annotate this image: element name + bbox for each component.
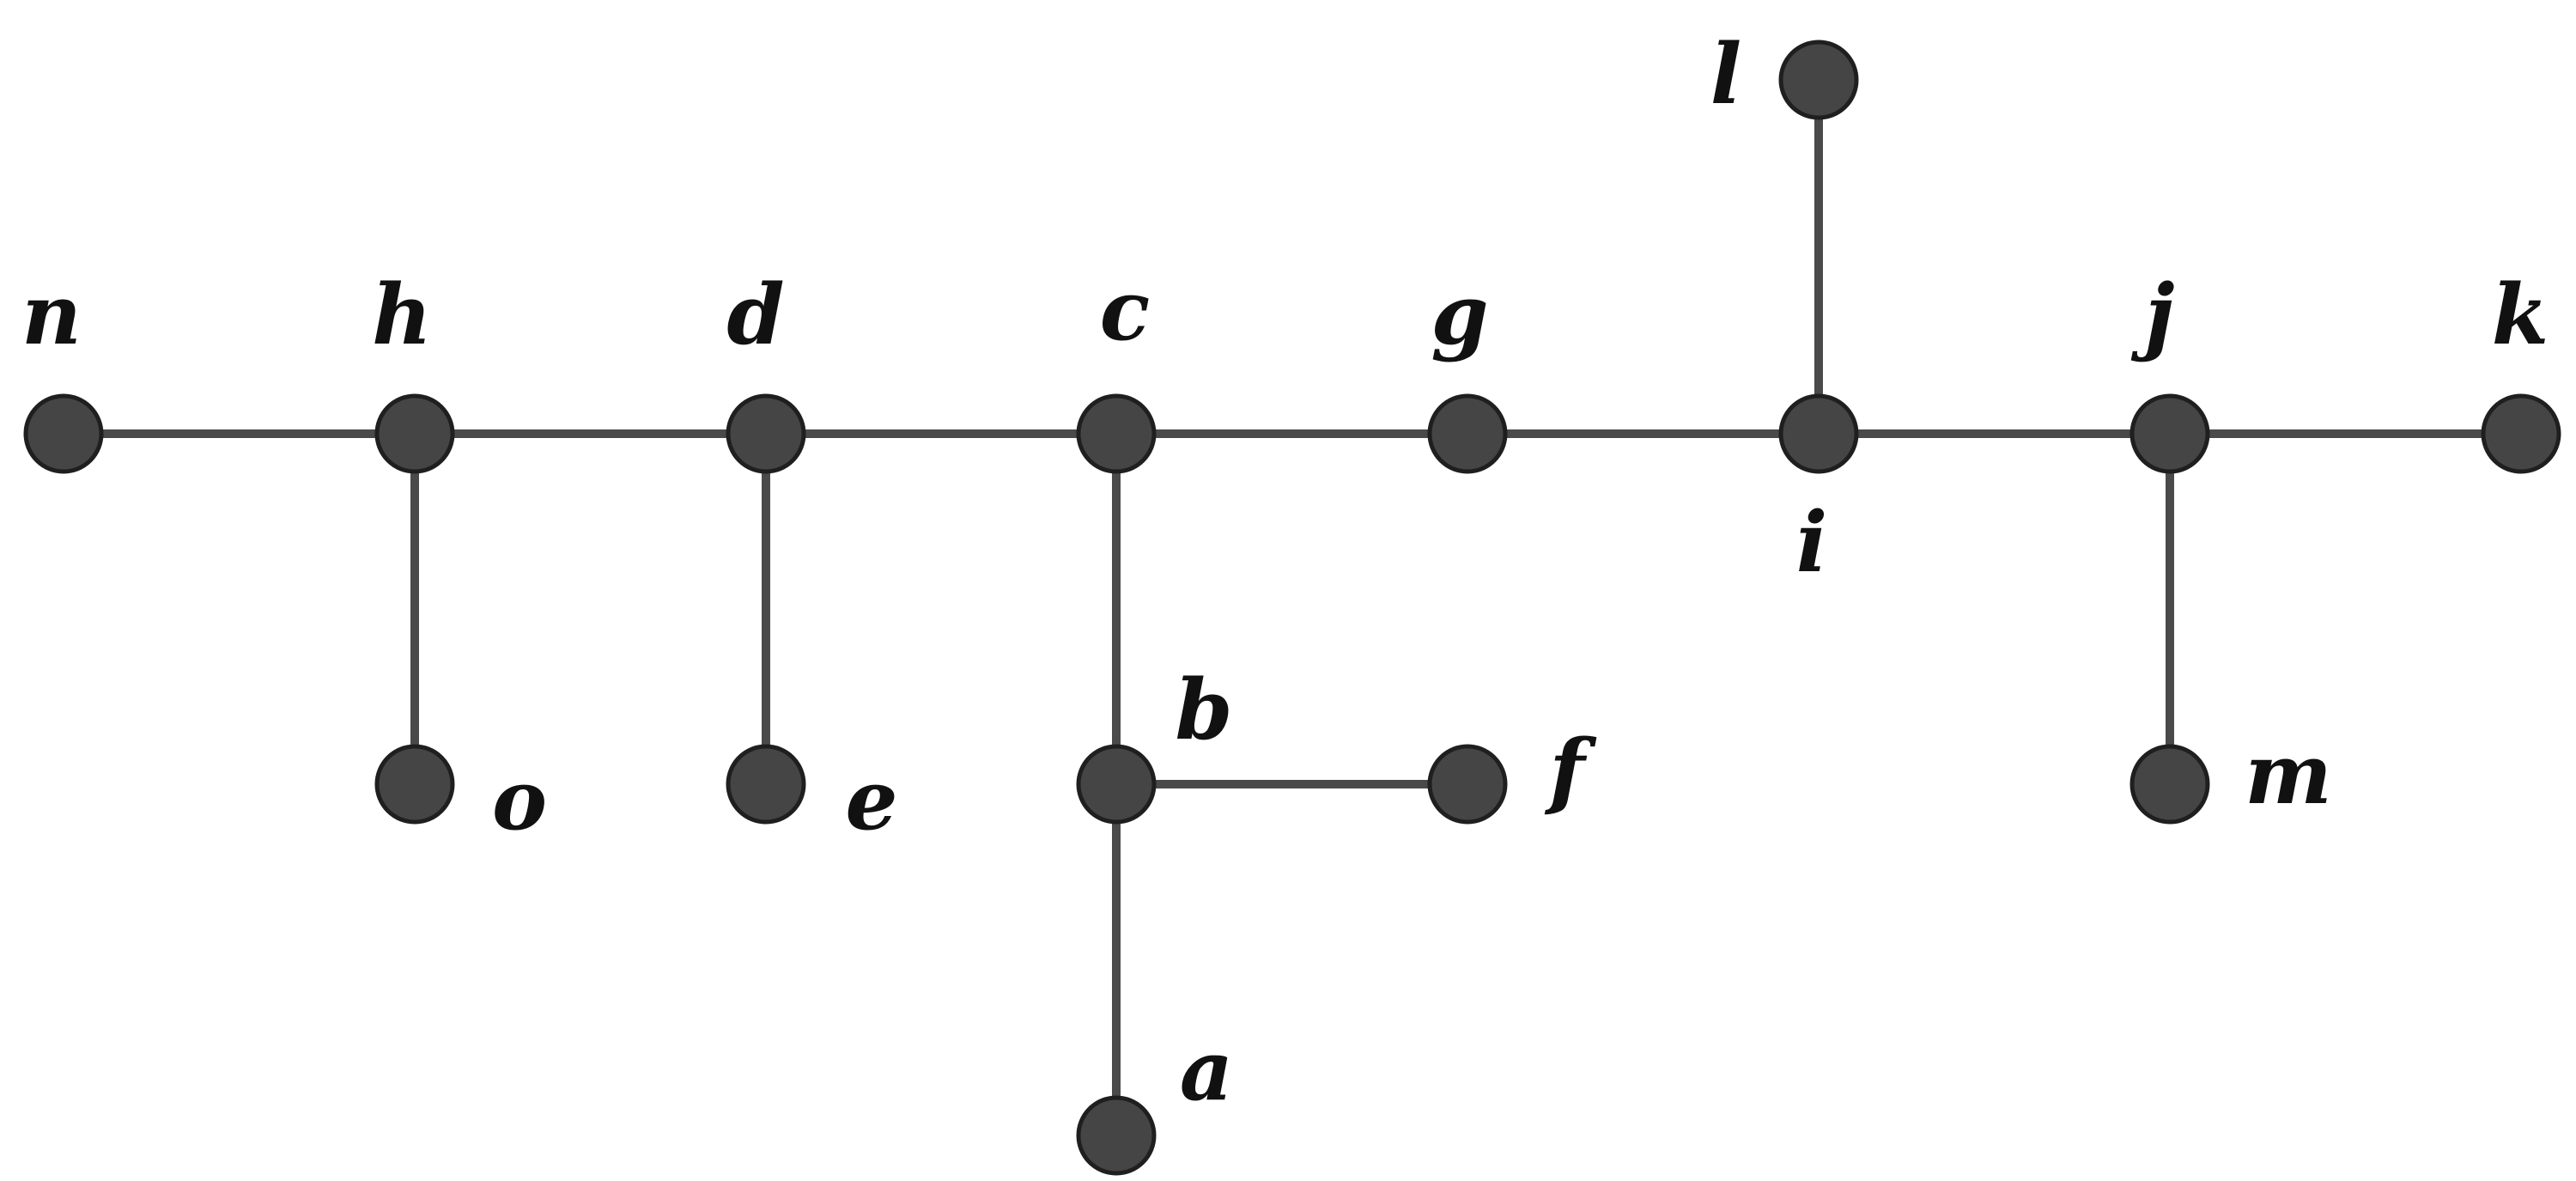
node-c: [1076, 393, 1157, 474]
node-l: [1778, 40, 1859, 120]
graph-labels: a b c d e f g h i j k l m n o: [21, 26, 2549, 1119]
node-d: [726, 393, 806, 474]
node-o: [374, 744, 455, 825]
graph-edges: [64, 80, 2521, 1135]
node-label-g: g: [1431, 266, 1488, 363]
node-label-h: h: [372, 266, 432, 363]
node-label-a: a: [1180, 1022, 1233, 1119]
node-label-d: d: [726, 266, 784, 363]
node-label-j: j: [2131, 266, 2175, 363]
node-label-i: i: [1796, 494, 1827, 591]
node-n: [23, 393, 104, 474]
node-label-f: f: [1544, 721, 1597, 819]
node-i: [1778, 393, 1859, 474]
node-label-b: b: [1175, 661, 1232, 758]
node-label-o: o: [492, 752, 547, 849]
node-b: [1076, 744, 1157, 825]
node-label-c: c: [1100, 262, 1150, 359]
node-label-l: l: [1710, 26, 1741, 123]
node-k: [2481, 393, 2561, 474]
node-m: [2129, 744, 2210, 825]
node-label-e: e: [845, 752, 897, 849]
node-e: [726, 744, 806, 825]
node-label-m: m: [2245, 726, 2332, 823]
node-label-k: k: [2492, 266, 2549, 363]
node-f: [1427, 744, 1508, 825]
node-j: [2129, 393, 2210, 474]
node-h: [374, 393, 455, 474]
node-label-n: n: [21, 266, 82, 363]
node-g: [1427, 393, 1508, 474]
node-a: [1076, 1095, 1157, 1176]
graph-nodes: [23, 40, 2561, 1176]
